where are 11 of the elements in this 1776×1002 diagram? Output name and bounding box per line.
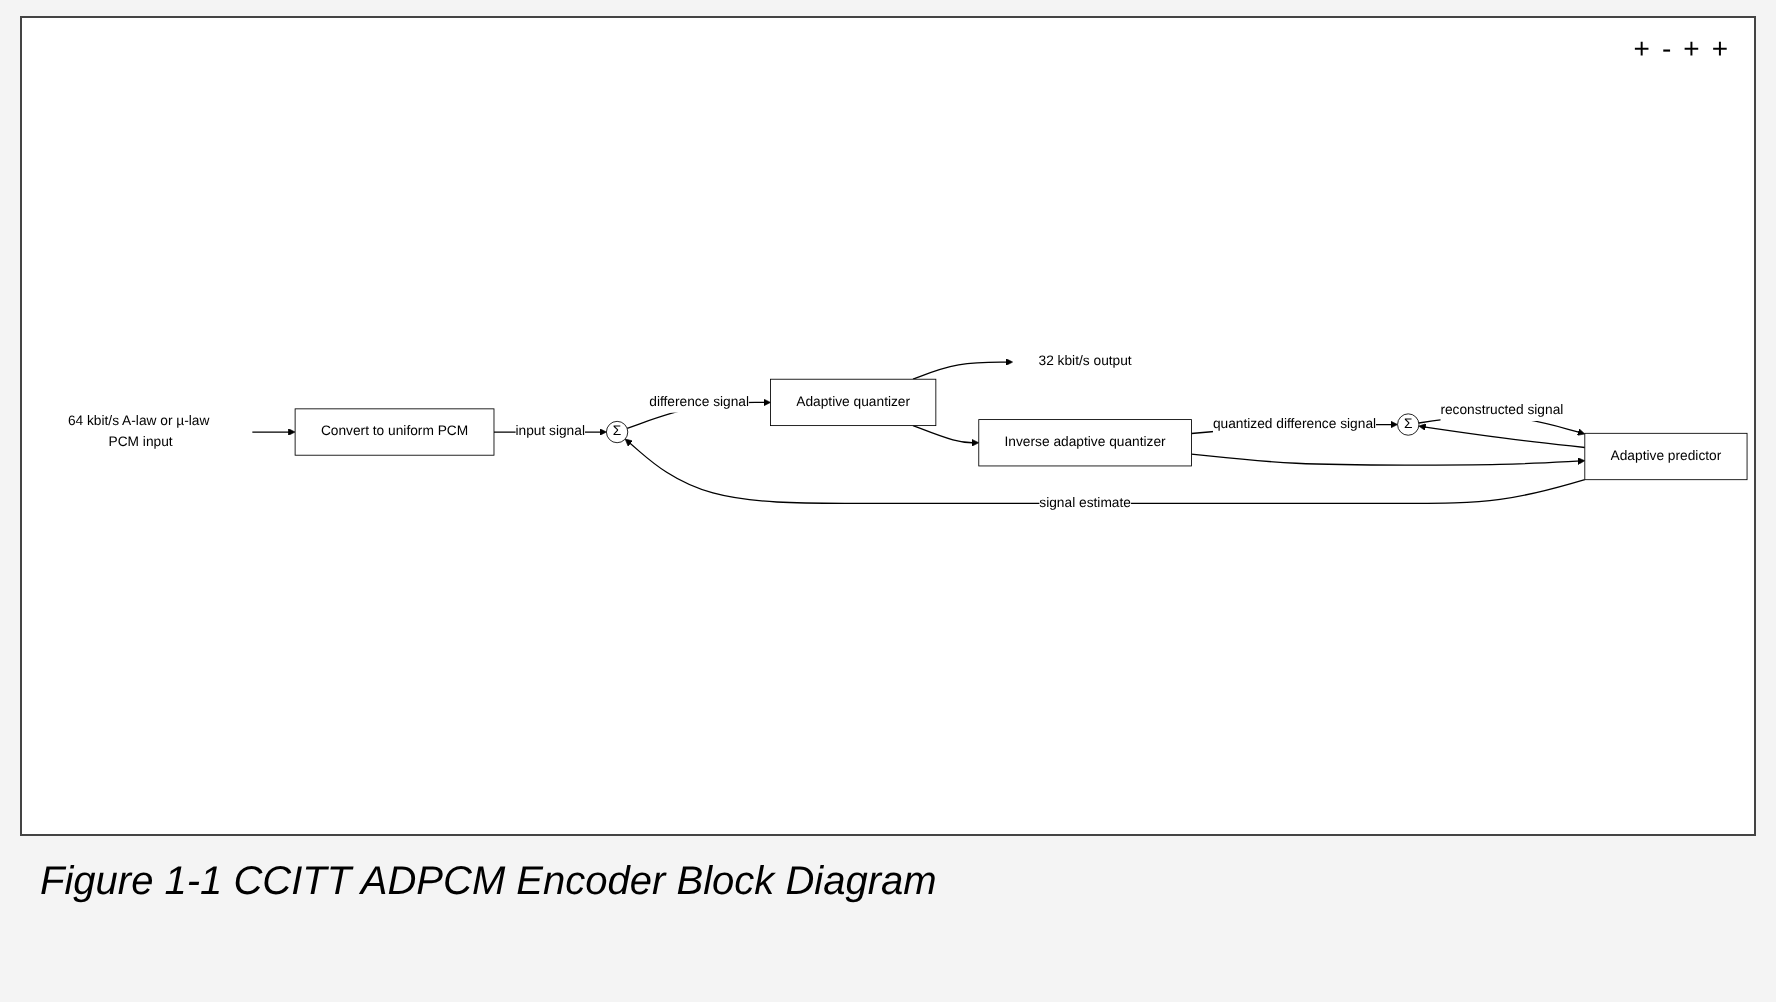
sign-label: + (1633, 32, 1650, 64)
arrow (912, 358, 1014, 380)
sign-label: + (1683, 32, 1700, 64)
sign-label: - (1661, 32, 1672, 64)
arrow (912, 424, 980, 447)
arrow (624, 438, 1586, 504)
sign-label: + (1711, 32, 1728, 64)
arrow (1190, 453, 1586, 466)
arrow (1418, 423, 1586, 448)
arrow (251, 428, 296, 436)
figure-caption: Figure 1-1 CCITT ADPCM Encoder Block Diagram (40, 860, 937, 906)
